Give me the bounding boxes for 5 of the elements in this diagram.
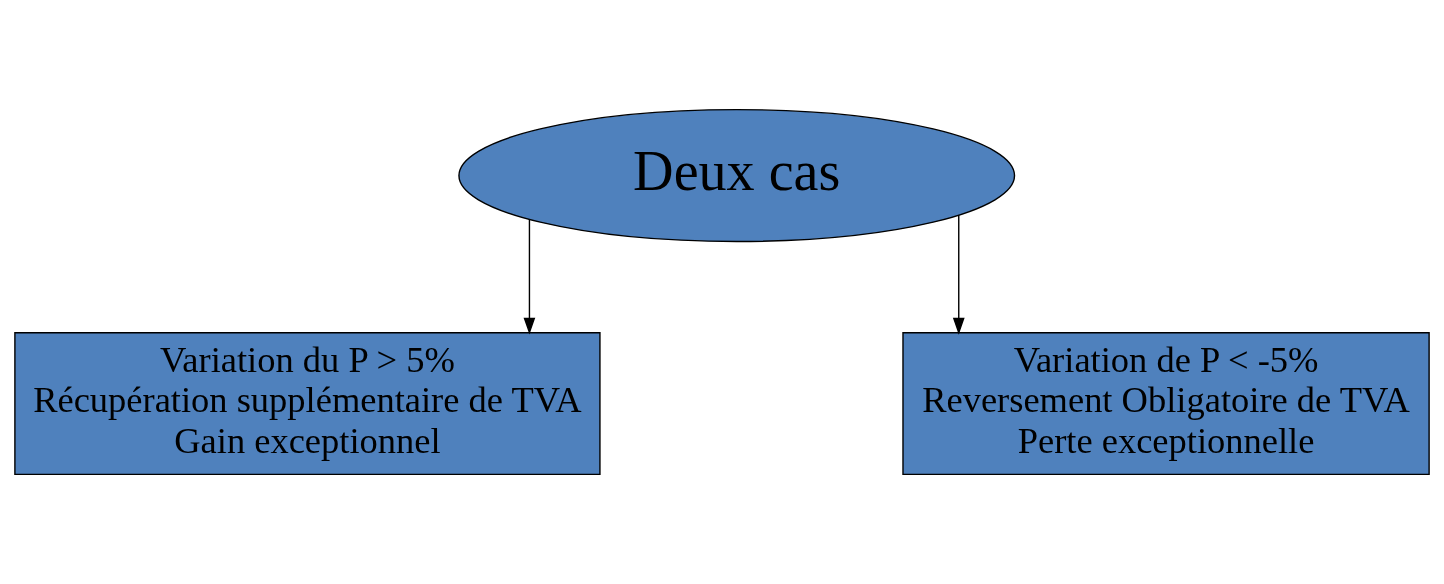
- arrow: [952, 214, 965, 335]
- node-box: Variation de P < -5% Reversement Obligatoire de TVA Perte exceptionnelle: [902, 332, 1430, 476]
- node-box: Variation du P > 5% Récupération supplémentaire de TVA Gain exceptionnel: [14, 332, 601, 476]
- node-ellipse: Deux cas: [458, 108, 1016, 243]
- arrow: [523, 218, 536, 335]
